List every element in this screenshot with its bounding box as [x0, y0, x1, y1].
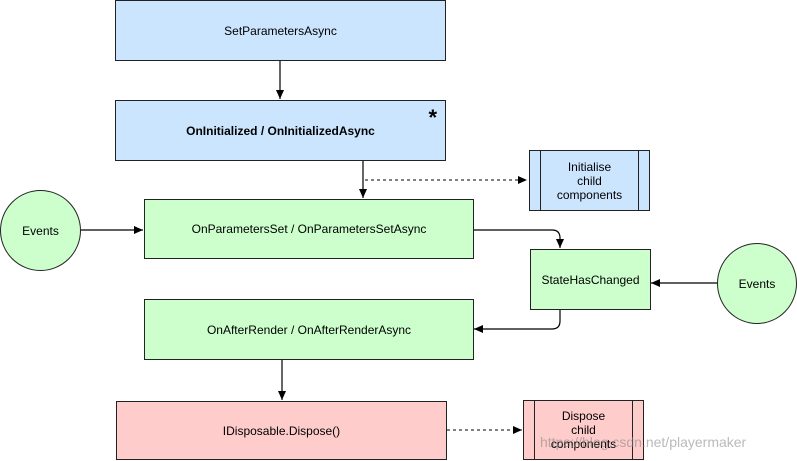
state-has-changed-label: StateHasChanged — [541, 272, 640, 287]
events-left-label: Events — [22, 223, 59, 238]
initialise-child-components-box: Initialise child components — [529, 150, 650, 211]
arrow-state-has-changed-to-on-after-render — [474, 310, 561, 333]
watermark-text: https://blog.csdn.net/playermaker — [540, 434, 747, 450]
on-after-render-box: OnAfterRender / OnAfterRenderAsync — [144, 299, 474, 360]
dispose-child-components-box: Dispose child components — [523, 400, 644, 460]
idisposable-dispose-box: IDisposable.Dispose() — [116, 401, 447, 460]
on-parameters-set-box: OnParametersSet / OnParametersSetAsync — [144, 199, 474, 259]
arrow-on-parameters-set-to-state-has-changed — [474, 229, 564, 248]
events-left-circle: Events — [0, 190, 81, 271]
initialise-child-components-label: Initialise child components — [556, 159, 623, 202]
asterisk-marker: * — [428, 105, 437, 130]
on-after-render-label: OnAfterRender / OnAfterRenderAsync — [206, 322, 412, 337]
set-parameters-async-label: SetParametersAsync — [224, 23, 337, 38]
events-right-label: Events — [738, 276, 776, 291]
set-parameters-async-box: SetParametersAsync — [115, 0, 446, 61]
events-right-circle: Events — [717, 243, 797, 324]
idisposable-dispose-label: IDisposable.Dispose() — [222, 423, 341, 438]
state-has-changed-box: StateHasChanged — [530, 249, 651, 310]
dispose-child-components-label: Dispose child components — [550, 409, 617, 451]
on-initialized-label: OnInitialized / OnInitializedAsync — [186, 123, 375, 138]
on-parameters-set-label: OnParametersSet / OnParametersSetAsync — [191, 222, 427, 236]
on-initialized-box: OnInitialized / OnInitializedAsync * — [115, 100, 446, 161]
